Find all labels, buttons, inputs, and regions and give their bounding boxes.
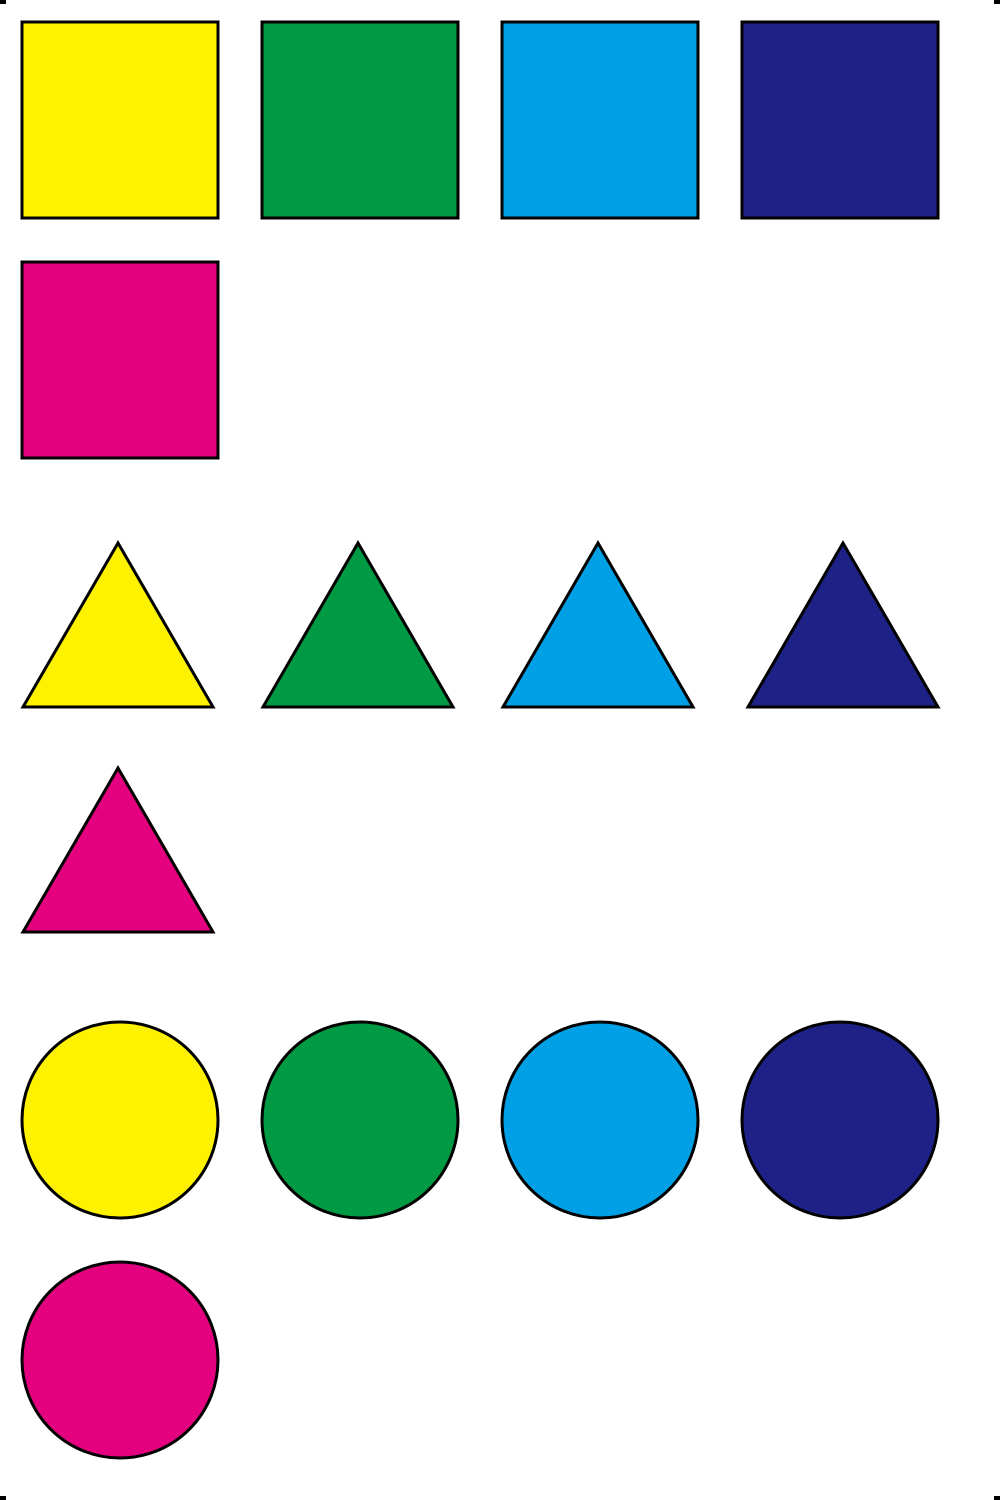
yellow-circle — [20, 1020, 220, 1220]
light-blue-circle — [500, 1020, 700, 1220]
green-circle — [260, 1020, 460, 1220]
circle-group — [20, 1020, 940, 1460]
magenta-triangle — [20, 765, 216, 934]
green-square — [260, 20, 460, 220]
yellow-square — [20, 20, 220, 220]
light-blue-square — [500, 20, 700, 220]
square-group — [20, 20, 940, 460]
crop-mark-bottom-right — [994, 1496, 1000, 1500]
crop-mark-top-right — [994, 0, 1000, 4]
navy-triangle — [745, 540, 941, 709]
navy-square — [740, 20, 940, 220]
crop-mark-top-left — [0, 0, 6, 4]
magenta-circle — [20, 1260, 220, 1460]
yellow-triangle — [20, 540, 216, 709]
crop-mark-bottom-left — [0, 1496, 6, 1500]
triangle-group — [20, 540, 941, 934]
light-blue-triangle — [500, 540, 696, 709]
green-triangle — [260, 540, 456, 709]
magenta-square — [20, 260, 220, 460]
navy-circle — [740, 1020, 940, 1220]
